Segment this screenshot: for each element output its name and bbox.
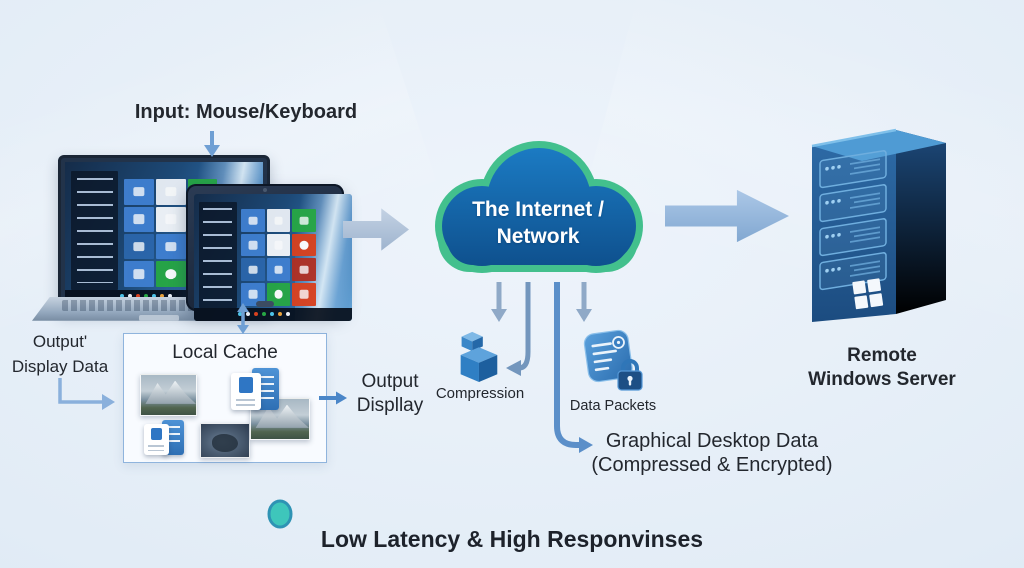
timeline-knob xyxy=(267,499,293,529)
start-menu xyxy=(198,201,237,309)
tablet-windows-desktop xyxy=(194,194,352,321)
start-menu xyxy=(70,170,119,290)
latency-caption-label: Low Latency & High Responvinses xyxy=(320,526,704,552)
cloud-label-line1: The Internet / xyxy=(472,198,604,221)
cloud-to-server-arrow-icon xyxy=(665,189,789,243)
cached-document-icons xyxy=(231,368,279,412)
taskbar-app-icons xyxy=(238,311,243,316)
latency-timeline xyxy=(139,499,920,529)
graphical-desktop-data-label: Graphical Desktop Data (Compressed & Enc… xyxy=(560,430,864,477)
local-cache-box: Local Cache xyxy=(123,333,327,463)
cloud-label: The Internet / Network xyxy=(432,196,644,251)
remote-windows-server-label: Remote Windows Server xyxy=(794,344,970,391)
compression-label: Compression xyxy=(435,385,525,402)
start-tiles-grid xyxy=(241,209,316,306)
white-document-icon xyxy=(144,424,169,455)
taskbar xyxy=(194,308,352,321)
server-rack-slots xyxy=(819,150,887,291)
client-to-cloud-arrow-icon xyxy=(343,208,409,251)
output-display-data-label: Output' Display Data xyxy=(0,330,120,379)
tablet-device xyxy=(186,184,352,321)
output-display-data-line2: Display Data xyxy=(11,356,109,376)
output-display-data-line1: Output' xyxy=(32,332,88,351)
white-document-icon xyxy=(231,373,261,411)
tablet-camera-dot xyxy=(263,188,267,192)
server-label-line2: Windows Server xyxy=(808,368,956,390)
data-packets-icon xyxy=(583,329,643,391)
compression-cube-icon xyxy=(460,331,498,382)
input-mouse-keyboard-label: Input: Mouse/Keyboard xyxy=(134,101,358,123)
output-data-elbow-arrow-icon xyxy=(58,378,115,410)
cached-document-icons xyxy=(144,420,184,456)
cached-dark-photo-thumbnail xyxy=(200,423,250,458)
graphical-data-line1: Graphical Desktop Data xyxy=(605,430,819,452)
output-display-line2: Displlay xyxy=(356,394,424,416)
output-display-label: Output Displlay xyxy=(344,370,436,418)
internet-cloud-icon xyxy=(435,141,643,273)
windows-server-icon xyxy=(811,128,946,322)
taskbar-app-icons xyxy=(120,294,125,299)
data-packets-label: Data Packets xyxy=(569,398,657,414)
output-display-line1: Output xyxy=(361,371,419,392)
local-cache-title: Local Cache xyxy=(172,342,278,363)
compression-return-hook-arrow-icon xyxy=(506,282,531,376)
cached-photo-thumbnail xyxy=(140,374,197,416)
padlock-icon xyxy=(617,359,643,391)
windows-logo-icon xyxy=(852,278,884,310)
graphical-data-line2: (Compressed & Encrypted) xyxy=(591,453,833,476)
tablet-home-button xyxy=(256,301,274,307)
cloud-label-line2: Network xyxy=(496,225,580,249)
input-down-arrow-icon xyxy=(204,131,220,157)
server-label-line1: Remote xyxy=(847,345,917,366)
